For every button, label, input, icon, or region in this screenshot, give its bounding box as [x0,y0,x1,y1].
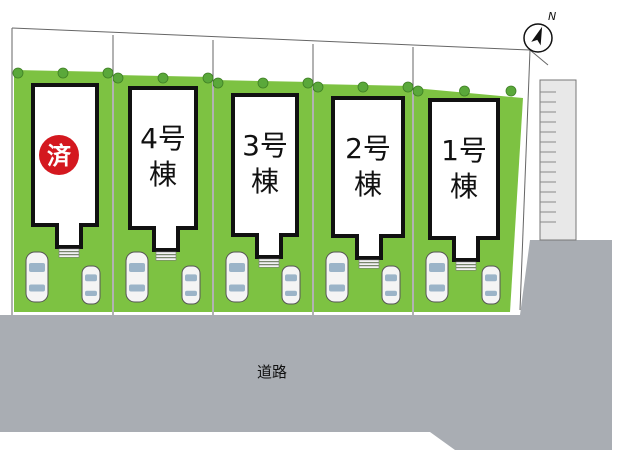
entrance-step [455,261,477,265]
lot-label-line2: 棟 [149,158,177,191]
tree [402,81,414,93]
lot-3: 3号棟 [212,77,314,312]
entrance-step [155,257,177,261]
lot-label-line1: 1号 [441,134,487,167]
parked-car-large [425,251,449,303]
lot-label: 済 [47,142,72,170]
building-outline [331,96,405,260]
tree [302,77,314,89]
tree [57,67,69,79]
building-outline [231,93,299,259]
entrance-step [155,251,177,255]
parked-car-small [381,265,401,305]
parked-car-large [325,251,349,303]
lot-1: 済 [12,67,114,312]
entrance-step [358,262,380,266]
entrance-step [258,258,280,262]
entrance-step [358,265,380,269]
compass: N [523,10,556,53]
tree [157,72,169,84]
access-ramp [539,79,577,241]
parked-car-large [125,251,149,303]
parked-car-small [81,265,101,305]
entrance-step [58,251,80,255]
tree [357,81,369,93]
road [0,240,612,450]
tree [505,85,517,97]
tree [212,77,224,89]
entrance-step [258,261,280,265]
parked-car-small [181,265,201,305]
parked-car-large [25,251,49,303]
sold-badge [39,135,79,175]
lot-label-line1: 3号 [242,129,288,162]
entrance-step [258,264,280,268]
entrance-step [155,254,177,258]
parked-car-small [481,265,501,305]
lot-label-line2: 棟 [450,170,478,203]
parked-car-small [281,265,301,305]
tree [412,85,424,97]
tree [312,81,324,93]
lot-label-line2: 棟 [354,168,382,201]
entrance-step [455,267,477,271]
lot-4: 2号棟 [312,81,414,312]
lot-label-line2: 棟 [251,165,279,198]
road-label: 道路 [257,363,287,381]
tree [257,77,269,89]
parked-car-large [225,251,249,303]
entrance-step [358,259,380,263]
entrance-step [58,254,80,258]
tree [102,67,114,79]
tree [112,72,124,84]
lot-label-line1: 2号 [345,132,391,165]
tree [202,72,214,84]
lot-label-line1: 4号 [140,122,186,155]
lot-5: 1号棟 [412,85,523,312]
entrance-step [58,248,80,252]
lot-2: 4号棟 [112,72,214,312]
tree [459,85,470,97]
building-outline [428,98,500,262]
building-outline [128,86,198,252]
compass-north-label: N [548,10,556,23]
tree [12,67,24,79]
entrance-step [455,264,477,268]
